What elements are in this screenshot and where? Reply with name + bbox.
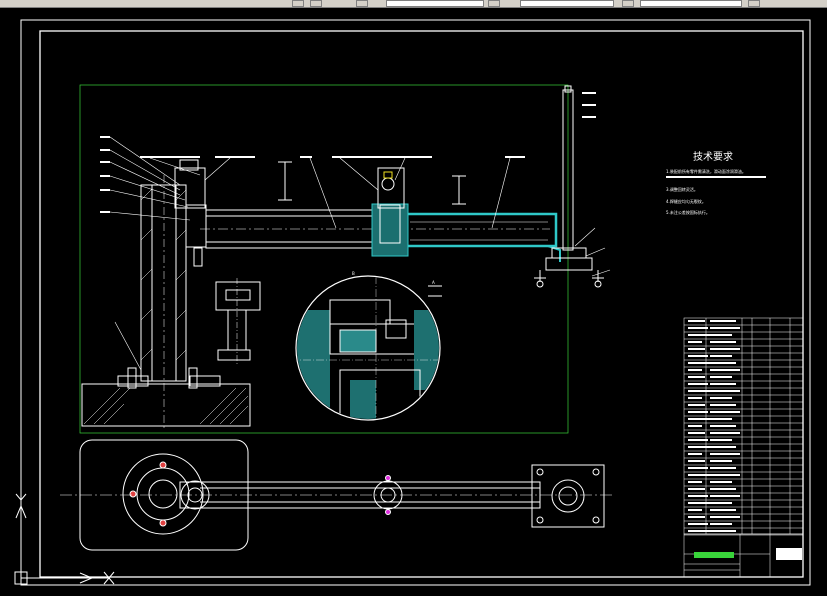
table-cell-text [710, 460, 732, 462]
color-dropdown[interactable] [520, 0, 614, 7]
table-cell-text [688, 397, 702, 399]
table-cell-text [710, 404, 736, 406]
table-cell-text [710, 509, 736, 511]
layer-dropdown[interactable] [386, 0, 484, 7]
table-cell-text [710, 390, 740, 392]
second-arm [408, 212, 561, 262]
table-cell-text [688, 327, 708, 329]
table-cell-text [688, 341, 702, 343]
table-cell-text [710, 334, 732, 336]
table-cell-text [710, 530, 736, 532]
table-cell-text [688, 383, 708, 385]
svg-text:5.未注公差按国标执行。: 5.未注公差按国标执行。 [666, 209, 710, 215]
svg-text:3.调整回转灵活。: 3.调整回转灵活。 [666, 186, 698, 192]
table-cell-text [688, 523, 708, 525]
table-cell-text [688, 439, 708, 441]
table-cell-text [688, 516, 705, 518]
table-cell-text [710, 516, 740, 518]
table-cell-text [688, 495, 708, 497]
view-frame [79, 84, 569, 434]
table-cell-text [710, 474, 740, 476]
table-cell-text [710, 383, 736, 385]
svg-text:B: B [352, 271, 355, 276]
toolbar-icon[interactable] [488, 0, 500, 7]
sheet-inner-border [39, 30, 804, 578]
table-cell-text [688, 460, 705, 462]
table-cell-text [688, 355, 708, 357]
table-cell-text [688, 411, 708, 413]
table-cell-text [688, 369, 702, 371]
sheet-outer-border [20, 19, 811, 586]
table-cell-text [688, 404, 705, 406]
elbow-joint [371, 167, 409, 257]
table-cell-text [710, 411, 740, 413]
table-cell-text [710, 376, 732, 378]
table-cell-text [710, 481, 732, 483]
title-block [683, 533, 804, 578]
table-cell-text [710, 355, 732, 357]
table-cell-text [710, 502, 732, 504]
svg-text:A: A [432, 280, 435, 285]
table-cell-text [688, 502, 711, 504]
table-cell-text [710, 327, 740, 329]
column-elevation [81, 159, 251, 430]
table-cell-text [710, 453, 740, 455]
drawing-canvas[interactable]: A B [0, 7, 827, 596]
right-vertical-post [534, 85, 604, 288]
table-cell-text [688, 320, 705, 322]
toolbar-icon[interactable] [356, 0, 368, 7]
table-cell-text [688, 474, 711, 476]
leader-ticks [100, 92, 596, 213]
parts-list-table [683, 317, 804, 536]
toolbar-strip [0, 0, 827, 8]
table-cell-text [688, 481, 702, 483]
table-cell-text [710, 446, 736, 448]
table-cell-text [710, 320, 736, 322]
table-cell-text [710, 341, 736, 343]
table-cell-text [710, 432, 740, 434]
table-cell-text [710, 348, 740, 350]
table-cell-text [710, 467, 736, 469]
table-cell-text [688, 446, 711, 448]
table-cell-text [710, 495, 740, 497]
table-cell-text [688, 425, 702, 427]
table-cell-text [688, 509, 702, 511]
detail-small-part [215, 278, 261, 364]
table-cell-text [710, 418, 732, 420]
section-marker: A B [352, 271, 442, 297]
toolbar-icon[interactable] [622, 0, 634, 7]
svg-text:技术要求: 技术要求 [693, 150, 733, 163]
table-cell-text [710, 523, 732, 525]
svg-text:1.装配前所有零件需清洗，滑动面涂润滑油。: 1.装配前所有零件需清洗，滑动面涂润滑油。 [666, 168, 746, 174]
leader-lines [109, 136, 611, 371]
table-cell-text [710, 488, 736, 490]
table-cell-text [710, 397, 732, 399]
table-cell-text [688, 488, 705, 490]
table-cell-text [688, 453, 702, 455]
table-cell-text [710, 362, 736, 364]
linetype-dropdown[interactable] [640, 0, 742, 7]
table-cell-text [688, 418, 711, 420]
table-cell-text [688, 432, 705, 434]
table-cell-text [688, 467, 708, 469]
technical-requirements: 技术要求 1.装配前所有零件需清洗，滑动面涂润滑油。 3.调整回转灵活。 4.焊… [666, 150, 766, 215]
toolbar-icon[interactable] [748, 0, 760, 7]
svg-text:4.焊缝应均匀无裂纹。: 4.焊缝应均匀无裂纹。 [666, 198, 706, 204]
table-cell-text [688, 390, 711, 392]
toolbar-icon[interactable] [310, 0, 322, 7]
toolbar-icon[interactable] [292, 0, 304, 7]
plan-view [60, 439, 612, 551]
table-cell-text [688, 362, 711, 364]
table-cell-text [710, 439, 732, 441]
table-cell-text [710, 369, 740, 371]
table-cell-text [688, 530, 711, 532]
ucs-icon [14, 490, 115, 585]
table-cell-text [688, 348, 705, 350]
table-cell-text [710, 425, 736, 427]
magnified-detail-circle [295, 275, 441, 421]
table-cell-text [688, 334, 711, 336]
table-cell-text [688, 376, 705, 378]
